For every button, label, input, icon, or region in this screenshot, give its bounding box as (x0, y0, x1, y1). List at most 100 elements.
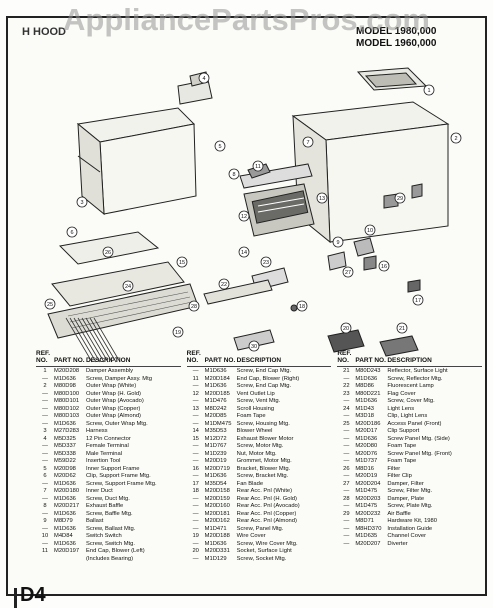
cell-part: M80D102 (54, 405, 80, 412)
inner-duct-part (291, 101, 450, 244)
table-row: — M80D102 Outer Wrap (Copper) (36, 406, 181, 414)
cell-part: M80D243 (355, 368, 381, 374)
cell-desc: Outer Wrap (Copper) (86, 405, 141, 412)
cell-desc: Diverter (387, 540, 408, 547)
cell-part: M59D22 (54, 458, 76, 464)
callout-22: 22 (218, 278, 230, 290)
cell-part: M1D636 (54, 375, 76, 382)
cell-ref: 19 (192, 533, 199, 539)
callout-26: 26 (102, 246, 114, 258)
cell-part: M8D86 (355, 383, 375, 389)
callout-21: 21 (396, 322, 408, 334)
cell-desc: Screw, Support Frame Mtg. (86, 480, 157, 487)
cell-part: M80D100 (54, 390, 80, 397)
cell-ref: 10 (41, 533, 49, 539)
cell-part: M1D636 (204, 368, 227, 374)
cell-part: M8D16 (355, 465, 375, 472)
cell-desc: Screw, Motor Mtg. (236, 443, 284, 449)
cell-part: M1D636 (54, 540, 76, 547)
cell-desc: Screw, Ballast Mtg. (86, 525, 136, 532)
cell-part: M20D19 (204, 458, 227, 464)
section-label: H HOOD (22, 26, 66, 38)
cell-part: M80D221 (355, 390, 381, 397)
callout-28: 28 (188, 300, 200, 312)
cell-part: M20D19 (355, 473, 378, 479)
cell-ref: 3 (43, 428, 47, 434)
cell-part: M20D160 (204, 503, 230, 509)
cell-part: M20D188 (204, 533, 230, 539)
callout-5: 5 (214, 140, 226, 152)
cell-ref: — (343, 525, 350, 532)
model-box: MODEL 1980,000 MODEL 1960,000 (356, 26, 486, 50)
svg-text:21: 21 (399, 326, 405, 332)
cell-part: M20D185 (204, 390, 230, 397)
cell-desc: Screw, Baffle Mtg. (86, 510, 133, 517)
cell-ref: 14 (192, 428, 199, 434)
svg-text:13: 13 (319, 196, 325, 202)
cell-desc: Installation Guide (387, 525, 433, 532)
callout-10: 10 (364, 224, 376, 236)
callout-20: 20 (340, 322, 352, 334)
cell-ref: 15 (192, 435, 199, 442)
cell-part: M1D476 (204, 398, 227, 404)
svg-text:26: 26 (105, 250, 111, 256)
cell-ref: 28 (343, 495, 350, 502)
callout-11: 11 (252, 160, 264, 172)
cell-ref: 26 (343, 465, 350, 472)
cell-part: M8D79 (54, 518, 73, 524)
cell-desc: Fluorescent Lamp (387, 383, 434, 389)
cell-desc: Damper Assembly (86, 368, 134, 374)
cell-desc: Filter (387, 465, 401, 472)
cell-ref: — (42, 458, 48, 464)
cell-part: M1D737 (355, 458, 378, 464)
cell-desc: Screw, Wire Cover Mtg. (236, 540, 298, 547)
cell-desc: Grommet, Motor Mtg. (236, 458, 292, 464)
cell-desc: Screw, Vent Mtg. (236, 398, 281, 404)
cell-part: M80D101 (54, 398, 80, 404)
cell-desc: Light Lens (387, 405, 415, 412)
cell-part: M1D636 (355, 398, 378, 404)
cell-desc: Flag Cover (387, 390, 416, 397)
cell-ref: — (42, 540, 48, 547)
cell-part: M8D71 (355, 518, 375, 524)
cell-desc: Screw, Damper Assy. Mtg (86, 375, 152, 382)
cell-desc: End Cap, Blower (Left) (86, 548, 145, 554)
cell-ref: — (42, 405, 48, 412)
svg-text:25: 25 (47, 302, 53, 308)
damper-assembly-part (356, 67, 428, 91)
cell-desc: Clip, Light Lens (387, 413, 428, 419)
cell-desc: Clip, Support Frame Mtg. (86, 473, 151, 479)
cell-ref: — (192, 443, 199, 449)
callout-18: 18 (296, 300, 308, 312)
cell-ref: — (192, 540, 199, 547)
cell-ref: — (42, 510, 48, 517)
cell-ref: — (192, 503, 199, 509)
callout-13: 13 (316, 192, 328, 204)
cell-desc: Damper, Plate (387, 495, 425, 502)
callout-9: 9 (332, 236, 344, 248)
cell-desc: Screw, Filter Mtg. (387, 488, 433, 494)
cell-ref: 20 (192, 548, 199, 554)
cell-desc: Access Panel (Front) (387, 420, 442, 427)
page-number: D4 (20, 584, 46, 606)
table-row: (Includes Bearing) (36, 556, 181, 564)
cell-ref: — (343, 450, 350, 457)
callout-12: 12 (238, 210, 250, 222)
